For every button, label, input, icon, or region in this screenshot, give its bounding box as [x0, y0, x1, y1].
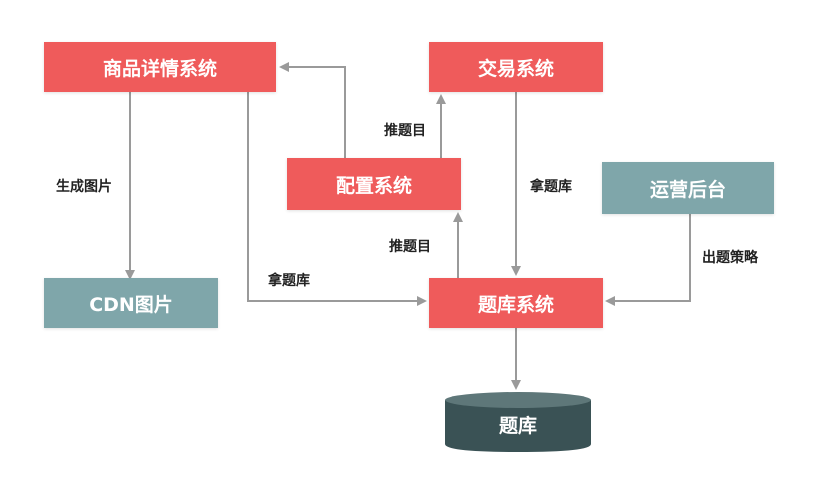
question-bank-system-node: 题库系统	[429, 278, 603, 328]
database-cylinder	[445, 392, 591, 452]
edge-product-to-question-bank	[247, 92, 427, 306]
config-system-node: 配置系统	[287, 158, 461, 210]
edge-label-push-questions-top: 推题目	[384, 123, 426, 139]
edge-label-generate-image: 生成图片	[56, 179, 112, 195]
question-bank-db-label: 题库	[498, 414, 537, 437]
product-detail-system-label: 商品详情系统	[102, 57, 217, 80]
question-bank-system-label: 题库系统	[477, 293, 554, 316]
ops-backend-node: 运营后台	[602, 162, 774, 214]
edge-label-fetch-questions-left: 拿题库	[268, 273, 310, 289]
cdn-image-node: CDN图片	[44, 278, 218, 328]
cdn-image-label: CDN图片	[89, 293, 173, 316]
product-detail-system-node: 商品详情系统	[44, 42, 276, 92]
trading-system-label: 交易系统	[477, 57, 554, 80]
edge-label-question-strategy: 出题策略	[702, 250, 758, 266]
config-system-label: 配置系统	[335, 174, 412, 197]
trading-system-node: 交易系统	[429, 42, 603, 92]
edge-label-fetch-questions-right: 拿题库	[530, 179, 572, 195]
edge-config-to-product	[279, 62, 346, 158]
ops-backend-label: 运营后台	[649, 178, 726, 201]
edge-label-push-questions-bottom: 推题目	[389, 239, 431, 255]
edge-ops-to-question-bank	[605, 214, 691, 306]
